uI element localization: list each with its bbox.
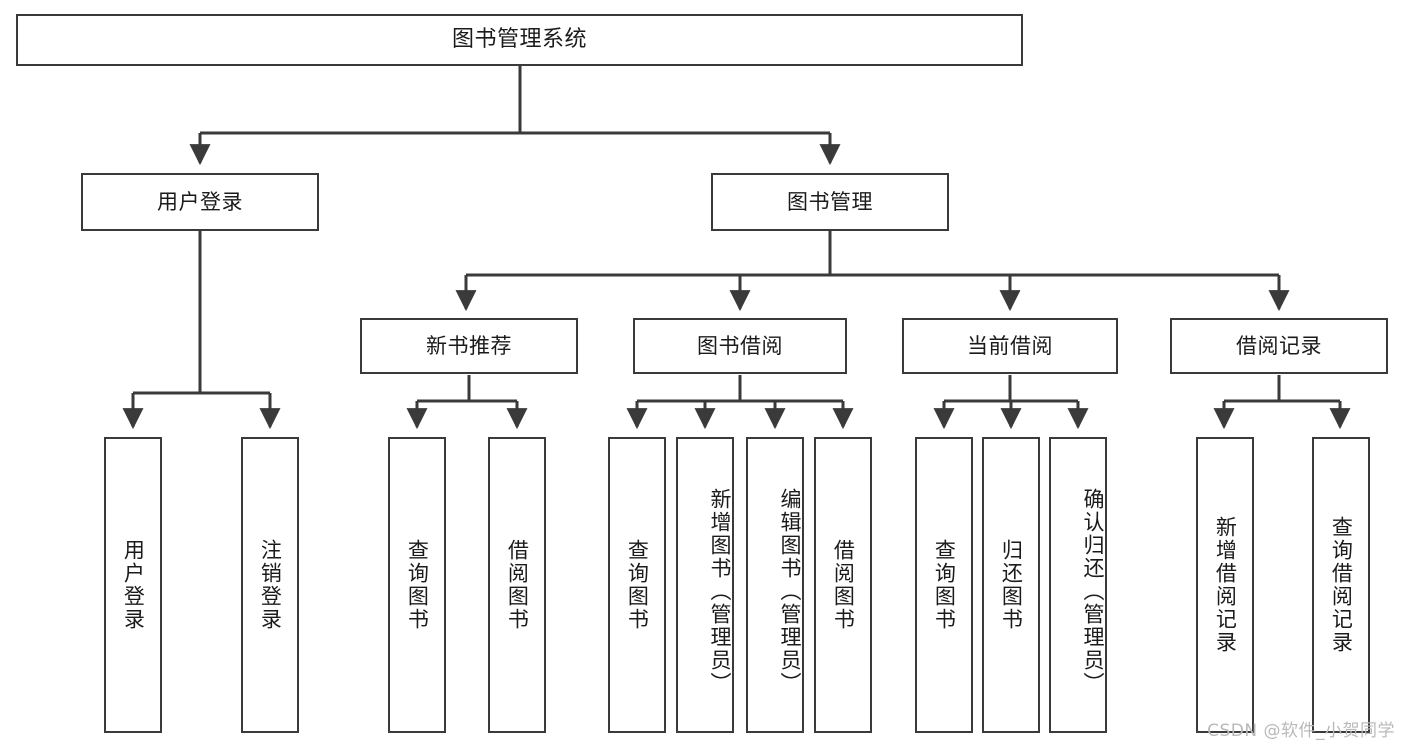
leaf-borrow-borrow-book[interactable]: 借阅图书: [814, 437, 872, 733]
node-book-management[interactable]: 图书管理: [711, 173, 949, 231]
leaf-new-book-borrow[interactable]: 借阅图书: [488, 437, 546, 733]
leaf-record-query[interactable]: 查询借阅记录: [1312, 437, 1370, 733]
leaf-current-confirm-return[interactable]: 确认归还（管理员）: [1049, 437, 1107, 733]
leaf-record-add[interactable]: 新增借阅记录: [1196, 437, 1254, 733]
node-book-borrow[interactable]: 图书借阅: [633, 318, 847, 374]
node-new-book-recommend[interactable]: 新书推荐: [360, 318, 578, 374]
node-user-login[interactable]: 用户登录: [81, 173, 319, 231]
leaf-user-login[interactable]: 用户登录: [104, 437, 162, 733]
node-current-borrow[interactable]: 当前借阅: [902, 318, 1118, 374]
leaf-borrow-edit-book[interactable]: 编辑图书（管理员）: [746, 437, 804, 733]
leaf-current-return-book[interactable]: 归还图书: [982, 437, 1040, 733]
leaf-borrow-query-book[interactable]: 查询图书: [608, 437, 666, 733]
leaf-current-query-book[interactable]: 查询图书: [915, 437, 973, 733]
node-root-system[interactable]: 图书管理系统: [16, 14, 1023, 66]
leaf-borrow-add-book[interactable]: 新增图书（管理员）: [676, 437, 734, 733]
node-borrow-record[interactable]: 借阅记录: [1170, 318, 1388, 374]
leaf-new-book-query[interactable]: 查询图书: [388, 437, 446, 733]
leaf-user-logout[interactable]: 注销登录: [241, 437, 299, 733]
